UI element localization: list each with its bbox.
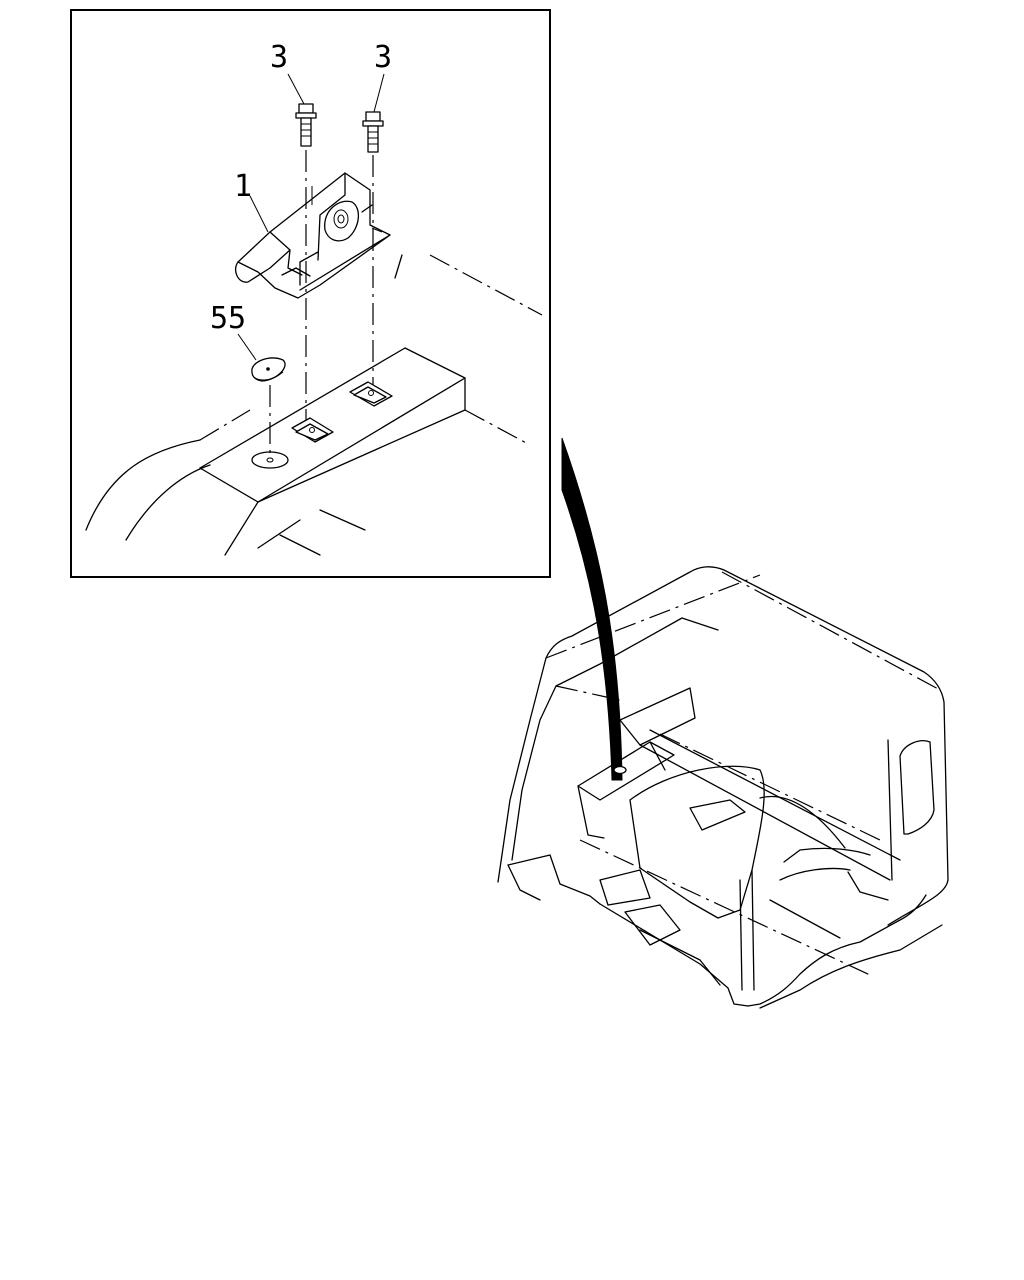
cab-roof-outline-detail <box>85 254 543 556</box>
leader-lines <box>237 73 385 361</box>
callout-hinge-bracket: 1 <box>234 169 252 204</box>
callout-rubber-plug: 55 <box>210 301 246 336</box>
rubber-plug <box>251 357 286 382</box>
alignment-lines <box>269 150 374 455</box>
callout-bolt-left: 3 <box>270 40 288 75</box>
mounting-pad-left <box>251 451 289 469</box>
callout-bolt-right: 3 <box>374 40 392 75</box>
mounting-pad-right <box>349 381 393 407</box>
hinge-bracket <box>234 172 391 299</box>
bolt-right <box>362 111 384 153</box>
cab-overview <box>497 566 949 1009</box>
detail-view: 3 3 1 55 <box>85 40 543 556</box>
mounting-pad-center <box>291 417 334 443</box>
bolt-left <box>295 103 317 147</box>
detail-inset-frame <box>70 9 551 578</box>
location-pointer-arrow <box>561 437 623 781</box>
